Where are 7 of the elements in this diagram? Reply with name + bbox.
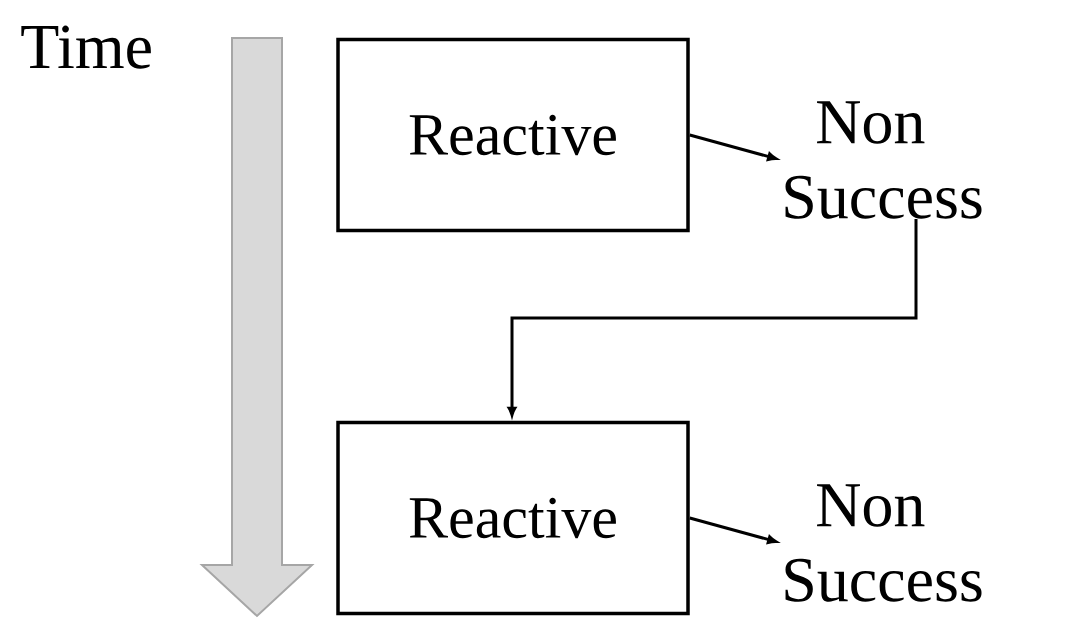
axis-label: Time — [21, 25, 151, 69]
arrow — [689, 516, 778, 544]
process-box: Reactive — [336, 420, 690, 616]
process-box: Reactive — [336, 37, 690, 233]
outcome-text: Non Success — [785, 101, 982, 219]
arrow — [689, 133, 778, 161]
outcome-text: Non Success — [785, 484, 982, 602]
